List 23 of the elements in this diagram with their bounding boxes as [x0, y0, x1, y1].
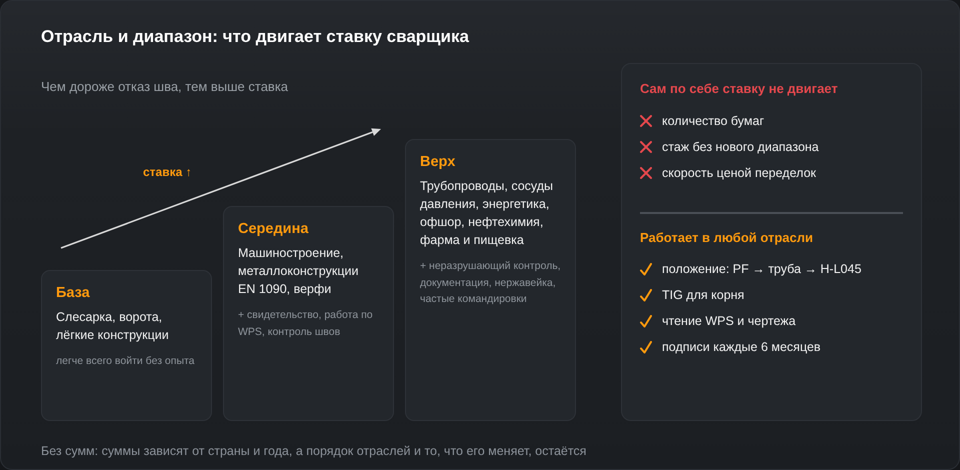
tier-heading: База: [56, 285, 91, 302]
tier-heading: Середина: [238, 221, 310, 238]
industry-list: Слесарка, ворота, лёгкие конструкции: [56, 308, 192, 344]
section-heading: Сам по себе ставку не двигает: [640, 80, 839, 98]
factor-text: количество бумаг: [662, 113, 764, 129]
factor-text: чтение WPS и чертежа: [662, 313, 796, 329]
factor-text: стаж без нового диапазона: [662, 139, 819, 155]
section-heading: Работает в любой отрасли: [640, 229, 814, 247]
tier-heading: Верх: [420, 154, 456, 171]
requirement-note: + свидетельство, работа по WPS, контроль швов: [238, 308, 374, 340]
requirement-note: легче всего войти без опыта: [56, 354, 196, 369]
factor-text: TIG для корня: [662, 287, 744, 303]
footnote: Без сумм: суммы зависят от страны и года, а порядок отраслей и то, что его меняет, остаётся: [41, 443, 586, 459]
industry-list: Машиностроение, металлоконструкции EN 1090, верфи: [238, 244, 374, 298]
factor-text: положение: PF → труба → H-L045: [662, 261, 862, 277]
diagram-title: Отрасль и диапазон: что двигает ставку сварщика: [41, 26, 469, 47]
arrow-label: ставка ↑: [143, 164, 192, 180]
subtitle: Чем дороже отказ шва, тем выше ставка: [41, 79, 288, 95]
requirement-note: + неразрушающий контроль, документация, нержавейка, частые командировки: [420, 259, 562, 307]
factor-text: скорость ценой переделок: [662, 165, 816, 181]
factor-text: подписи каждые 6 месяцев: [662, 339, 821, 355]
industry-list: Трубопроводы, сосуды давления, энергетика, офшор, нефтехимия, фарма и пищевка: [420, 177, 556, 249]
factors-panel: [621, 63, 922, 421]
